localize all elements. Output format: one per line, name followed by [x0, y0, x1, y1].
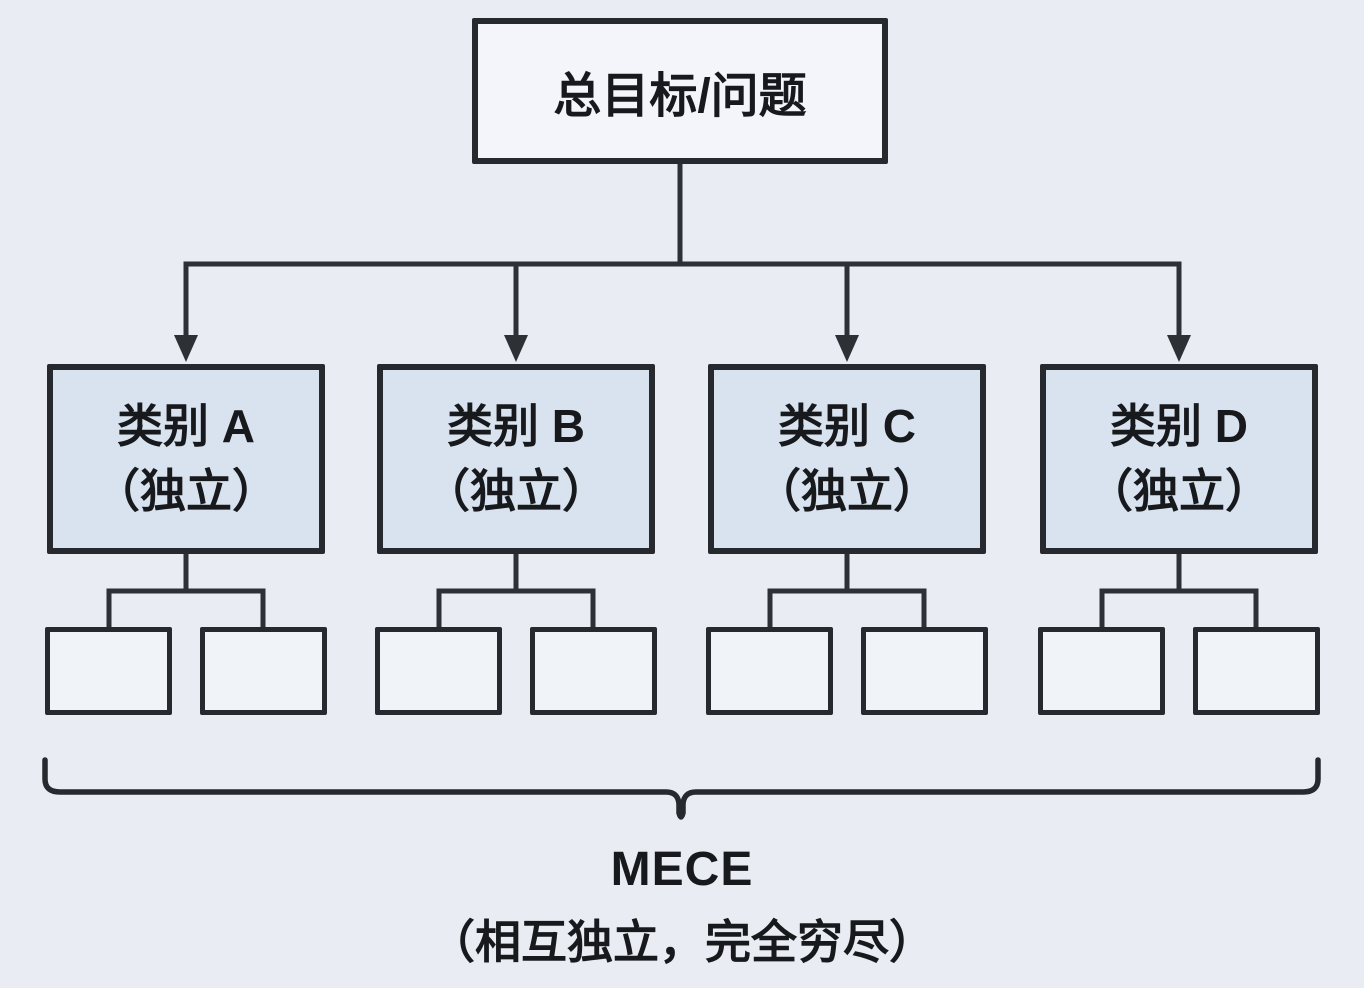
child-box-c1 — [706, 627, 833, 715]
root-goal-box: 总目标/问题 — [472, 18, 888, 164]
category-b-note: （独立） — [424, 465, 608, 517]
category-a-name: 类别 A — [117, 399, 255, 452]
category-a-note: （独立） — [94, 465, 278, 517]
child-connector-a — [106, 588, 266, 628]
arrowhead-b — [504, 335, 528, 362]
child-connector-b — [436, 588, 596, 628]
category-b-name: 类别 B — [447, 399, 585, 452]
arrowhead-d — [1167, 335, 1191, 362]
child-box-c2 — [861, 627, 988, 715]
category-c-name: 类别 C — [778, 399, 916, 452]
mece-caption-title: MECE — [610, 843, 754, 896]
category-box-d: 类别 D （独立） — [1040, 364, 1318, 554]
child-box-a1 — [45, 627, 172, 715]
child-box-d2 — [1193, 627, 1320, 715]
category-d-name: 类别 D — [1110, 399, 1248, 452]
child-box-b1 — [375, 627, 502, 715]
arrowhead-c — [835, 335, 859, 362]
child-box-b2 — [530, 627, 657, 715]
mece-brace — [42, 757, 1321, 820]
child-connector-c — [767, 588, 927, 628]
arrowhead-a — [174, 335, 198, 362]
child-connector-d — [1099, 588, 1259, 628]
category-d-note: （独立） — [1087, 465, 1271, 517]
root-goal-label: 总目标/问题 — [553, 70, 807, 123]
category-box-c: 类别 C （独立） — [708, 364, 986, 554]
category-box-a: 类别 A （独立） — [47, 364, 325, 554]
category-c-note: （独立） — [755, 465, 939, 517]
category-box-b: 类别 B （独立） — [377, 364, 655, 554]
child-box-a2 — [200, 627, 327, 715]
bus-connector-line — [183, 261, 1182, 340]
mece-caption-subtitle: （相互独立，完全穷尽） — [429, 916, 935, 968]
child-box-d1 — [1038, 627, 1165, 715]
